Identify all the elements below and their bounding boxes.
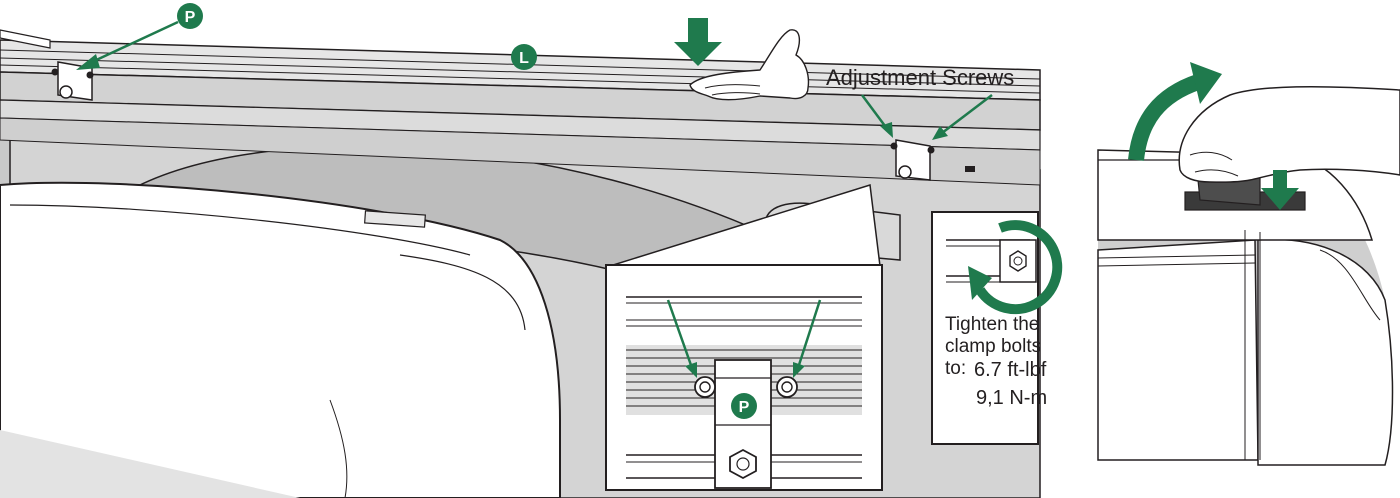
side-view-scene	[1097, 62, 1400, 466]
rail-groove-2	[0, 57, 1041, 87]
rail-shadow-strip	[0, 117, 1041, 186]
adjustment-screws-label: Adjustment Screws	[826, 65, 1014, 90]
torque-value-nm: 9,1 N-m	[976, 387, 1047, 409]
adjustment-arrowhead-right	[932, 126, 948, 140]
clamp-screw-left	[51, 68, 59, 76]
p-badge-label: P	[185, 9, 196, 26]
l-badge	[511, 44, 537, 70]
torque-line-1: Tighten the	[945, 314, 1039, 335]
main-scene: P L Adjustment Screws	[0, 3, 1063, 498]
push-down-indicator	[674, 18, 810, 101]
clamp-screw-left	[890, 142, 898, 150]
p-callout-top: P	[76, 3, 203, 70]
right-clamp	[890, 139, 975, 181]
clockwise-arrow-icon	[975, 220, 1063, 315]
adjustment-arrow-left	[860, 94, 890, 131]
adjustment-arrow-right	[941, 94, 993, 134]
push-down-arrow-icon	[674, 18, 722, 66]
adjustment-arrowhead-left	[880, 122, 893, 138]
hand-icon	[689, 29, 810, 101]
callout-arrowhead	[76, 54, 100, 70]
l-badge-label: L	[519, 50, 529, 67]
cab-edge-line	[9, 204, 471, 256]
clamp-bolt	[898, 165, 912, 179]
left-clamp	[51, 61, 94, 101]
p-badge-label: P	[739, 399, 750, 416]
clamp-screw-right	[927, 146, 935, 154]
rail-end-cap	[0, 29, 51, 49]
torque-line-2: clamp bolts	[945, 336, 1041, 357]
cab-crease	[329, 399, 348, 498]
zoom-leader	[609, 184, 881, 267]
callout-arrow	[91, 20, 179, 64]
clamp-bolt	[59, 85, 73, 99]
clamp-detail-box: P	[605, 264, 883, 491]
push-down-arrow-icon	[1261, 170, 1299, 210]
torque-value-ftlbf: 6.7 ft-lbf	[974, 359, 1047, 381]
clamp-screw-right	[86, 71, 94, 79]
hand-finger-line	[704, 84, 761, 96]
side-body-rear	[1257, 238, 1394, 466]
vehicle-cab	[0, 181, 561, 498]
side-body-panel	[1097, 239, 1259, 461]
rail-stop	[965, 166, 975, 172]
p-badge	[731, 393, 757, 419]
rotate-arrowhead	[1190, 62, 1222, 104]
cab-edge-line-2	[399, 254, 526, 331]
torque-prefix: to:	[945, 358, 966, 379]
torque-box: Tighten the clamp bolts to: 6.7 ft-lbf 9…	[931, 211, 1063, 445]
adjustment-screws-callout: Adjustment Screws	[826, 65, 1014, 140]
l-callout: L	[511, 44, 537, 70]
hand-icon	[1178, 85, 1400, 183]
cab-vent	[364, 210, 426, 228]
cab-lower-shade	[0, 430, 300, 498]
p-badge	[177, 3, 203, 29]
rail-groove-3	[0, 64, 1041, 94]
rotate-arrow-icon	[1128, 74, 1201, 162]
clockwise-arrowhead	[968, 266, 992, 300]
